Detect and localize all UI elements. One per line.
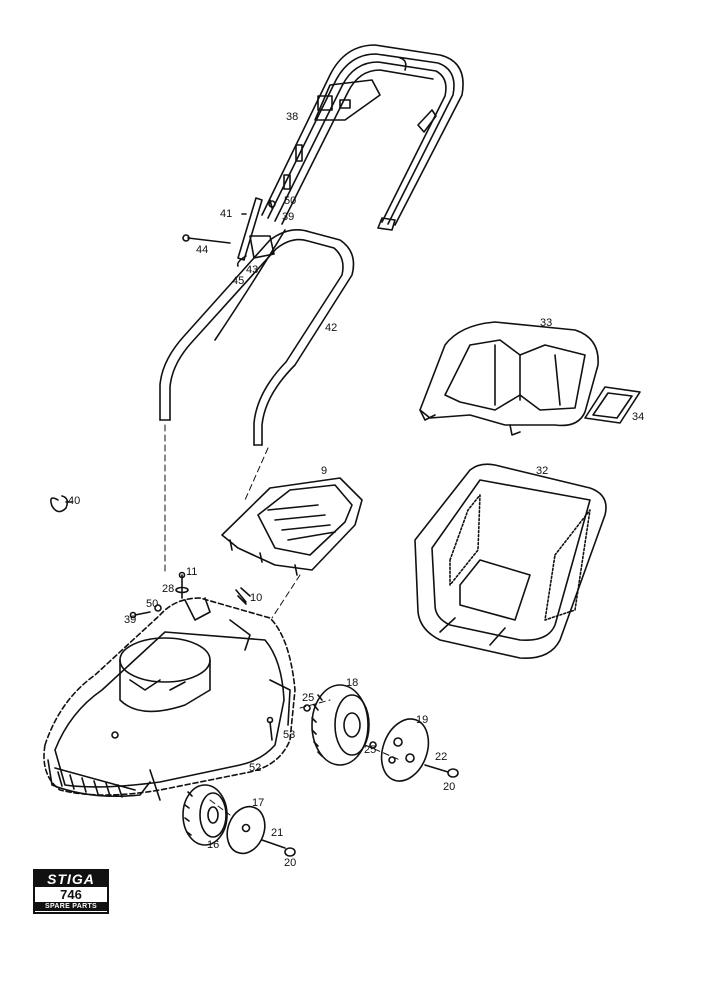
- callout-33: 33: [540, 317, 553, 329]
- clip-part-40: [50, 495, 73, 513]
- grass-bag-part-32: [414, 463, 607, 659]
- callout-16: 16: [207, 839, 220, 851]
- grass-bag-lid-part-33: [419, 321, 599, 436]
- callout-9: 9: [321, 465, 328, 477]
- bolt-part-53: [266, 716, 274, 741]
- callout-17: 17: [252, 797, 265, 809]
- callout-20-front: 20: [284, 857, 297, 869]
- stiga-logo: STIGA 746 SPARE PARTS: [33, 869, 109, 914]
- callout-40: 40: [68, 495, 81, 507]
- callout-34: 34: [632, 411, 645, 423]
- motor-cover-part-9: [221, 477, 363, 576]
- callout-41: 41: [220, 208, 233, 220]
- logo-model: 746: [60, 887, 82, 902]
- rear-hub-cap-part-19: [380, 718, 459, 782]
- callout-19: 19: [416, 714, 429, 726]
- callout-11: 11: [186, 566, 198, 578]
- callout-45: 45: [232, 275, 245, 287]
- callout-52: 52: [249, 762, 262, 774]
- callout-18: 18: [346, 677, 359, 689]
- callout-42: 42: [325, 322, 338, 334]
- alignment-lines: [164, 424, 401, 816]
- callout-20-rear: 20: [443, 781, 456, 793]
- lower-handle-part-42: [159, 229, 355, 446]
- rear-wheel-part-18: [303, 684, 377, 766]
- callout-43: 43: [246, 264, 259, 276]
- callout-39-lower: 39: [124, 614, 137, 626]
- gasket-part-34: [584, 386, 641, 424]
- callout-38: 38: [286, 111, 299, 123]
- front-hub-cap-part-17: [226, 805, 296, 857]
- callout-10: 10: [250, 592, 263, 604]
- small-fasteners-11-28-50-39-10: [129, 571, 251, 619]
- callout-25-right: 25: [364, 744, 377, 756]
- callout-32: 32: [536, 465, 549, 477]
- handle-bracket-parts-41-43-44-45: [182, 197, 286, 341]
- logo-brand: STIGA: [35, 871, 107, 887]
- front-wheel-part-16: [182, 784, 228, 846]
- upper-handle-part-38: [261, 44, 464, 231]
- callout-44: 44: [196, 244, 209, 256]
- callout-25-left: 25: [302, 692, 315, 704]
- callout-21: 21: [271, 827, 284, 839]
- callout-50-lower: 50: [146, 598, 159, 610]
- logo-subtitle: SPARE PARTS: [35, 902, 107, 911]
- callout-53: 53: [283, 729, 296, 741]
- callout-28: 28: [162, 583, 175, 595]
- callout-39-upper: 39: [282, 211, 295, 223]
- callout-50-upper: 50: [284, 195, 297, 207]
- mower-deck: [43, 597, 296, 801]
- callout-22: 22: [435, 751, 448, 763]
